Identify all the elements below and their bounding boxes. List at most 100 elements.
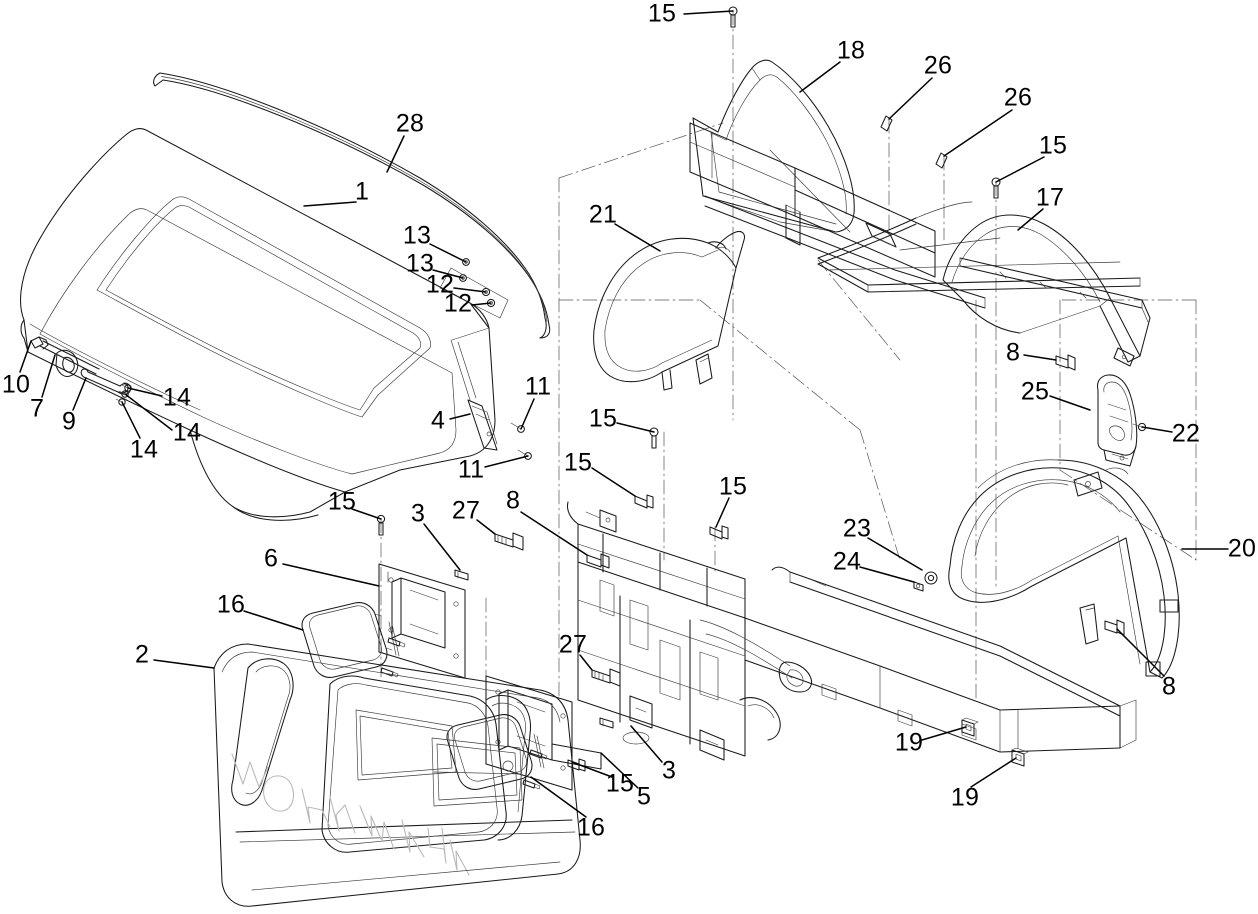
leader-line-18: [799, 61, 841, 93]
callout-number-1: 1: [354, 177, 370, 206]
leader-line-14: [121, 401, 141, 439]
screw-15-center-c: [709, 525, 729, 540]
callout-number-15: 15: [327, 487, 357, 516]
callout-number-17: 17: [1035, 183, 1065, 212]
callout-number-26: 26: [1003, 83, 1033, 112]
leader-line-13: [429, 243, 467, 263]
leader-line-8: [1116, 628, 1165, 677]
callout-number-20: 20: [1227, 534, 1257, 563]
leader-line-23: [867, 537, 923, 571]
leader-line-17: [1017, 208, 1044, 231]
leader-line-28: [386, 135, 405, 173]
leader-line-24: [859, 566, 915, 583]
leader-line-14: [127, 387, 163, 397]
callout-number-18: 18: [836, 36, 866, 65]
leader-line-14: [124, 393, 173, 431]
screw-15-center-a: [649, 427, 659, 449]
callout-number-27: 27: [451, 496, 481, 525]
callout-number-3: 3: [410, 499, 426, 528]
leader-line-25: [1049, 395, 1091, 411]
callout-number-8: 8: [1161, 672, 1177, 701]
callout-number-12: 12: [425, 270, 455, 299]
hood-assembly: [20, 72, 551, 521]
callout-number-23: 23: [842, 514, 872, 543]
leader-line-19: [921, 726, 967, 741]
chassis-frame: [567, 501, 1137, 761]
rear-frame-platform: [689, 122, 1141, 309]
leader-line-8: [1023, 354, 1057, 361]
leader-line-15: [995, 156, 1045, 183]
callout-number-14: 14: [172, 418, 202, 447]
callout-number-3: 3: [661, 756, 677, 785]
rivets-26: [880, 115, 948, 169]
left-front-fender: [593, 230, 746, 391]
callout-number-6: 6: [263, 544, 279, 573]
callout-number-19: 19: [894, 728, 924, 757]
screw-15-center-b: [634, 494, 654, 509]
workman-emboss: [231, 753, 470, 876]
leader-line-9: [72, 377, 87, 411]
right-front-fender: [948, 459, 1180, 679]
leader-line-3: [630, 725, 663, 763]
leader-line-3: [423, 523, 461, 571]
callout-number-16: 16: [576, 813, 606, 842]
leader-line-21: [614, 223, 661, 252]
callout-number-11: 11: [457, 455, 485, 484]
leader-line-11: [484, 455, 529, 468]
leader-line-26: [943, 109, 1013, 157]
callout-number-14: 14: [162, 383, 192, 412]
callout-number-27: 27: [558, 630, 588, 659]
callout-number-15: 15: [563, 448, 593, 477]
callout-number-28: 28: [395, 109, 425, 138]
leader-line-10: [19, 340, 32, 373]
gas-strut-assembly: [30, 336, 132, 406]
leader-line-15: [616, 422, 655, 433]
callout-number-7: 7: [29, 394, 45, 423]
leader-line-16: [243, 610, 304, 631]
hood-hinge-bracket: [450, 339, 532, 460]
callout-number-25: 25: [1020, 377, 1050, 406]
callout-number-26: 26: [923, 51, 953, 80]
callout-number-12: 12: [443, 289, 473, 318]
callout-number-15: 15: [718, 472, 748, 501]
screw-15-left: [376, 514, 386, 536]
callout-number-15: 15: [647, 0, 677, 28]
lower-headlight-assembly: [446, 668, 621, 791]
leader-line-15: [351, 508, 382, 520]
callout-number-10: 10: [1, 370, 31, 399]
callout-number-19: 19: [950, 783, 980, 812]
grab-handle: [1097, 374, 1147, 467]
leader-line-7: [41, 354, 56, 398]
leader-line-2: [153, 659, 215, 669]
leader-line-15: [591, 467, 636, 497]
callout-leader-lines: [19, 10, 1229, 818]
leader-line-15: [715, 497, 730, 528]
leader-line-22: [1141, 426, 1173, 433]
leader-line-19: [970, 757, 1017, 788]
callout-number-22: 22: [1171, 419, 1201, 448]
leader-line-27: [579, 654, 593, 671]
callout-number-2: 2: [134, 640, 150, 669]
leader-line-15: [571, 761, 613, 778]
callout-number-24: 24: [832, 547, 862, 576]
callout-number-15: 15: [1038, 131, 1068, 160]
callout-number-21: 21: [588, 200, 618, 229]
callout-number-8: 8: [505, 486, 521, 515]
callout-number-13: 13: [402, 221, 432, 250]
callout-number-14: 14: [129, 435, 159, 464]
front-grille: [213, 643, 581, 907]
leader-line-26: [888, 77, 933, 120]
callout-number-4: 4: [430, 406, 446, 435]
screw-15-right-rear: [991, 177, 1001, 199]
leader-line-8: [520, 511, 588, 556]
leader-line-15: [683, 10, 734, 15]
callout-number-5: 5: [636, 782, 652, 811]
callout-number-9: 9: [61, 407, 77, 436]
construction-lines: [380, 10, 1197, 791]
leader-line-4: [449, 413, 471, 420]
washer-nut-23-24: [913, 571, 938, 592]
leader-line-6: [282, 563, 380, 587]
leader-line-16: [530, 776, 587, 818]
